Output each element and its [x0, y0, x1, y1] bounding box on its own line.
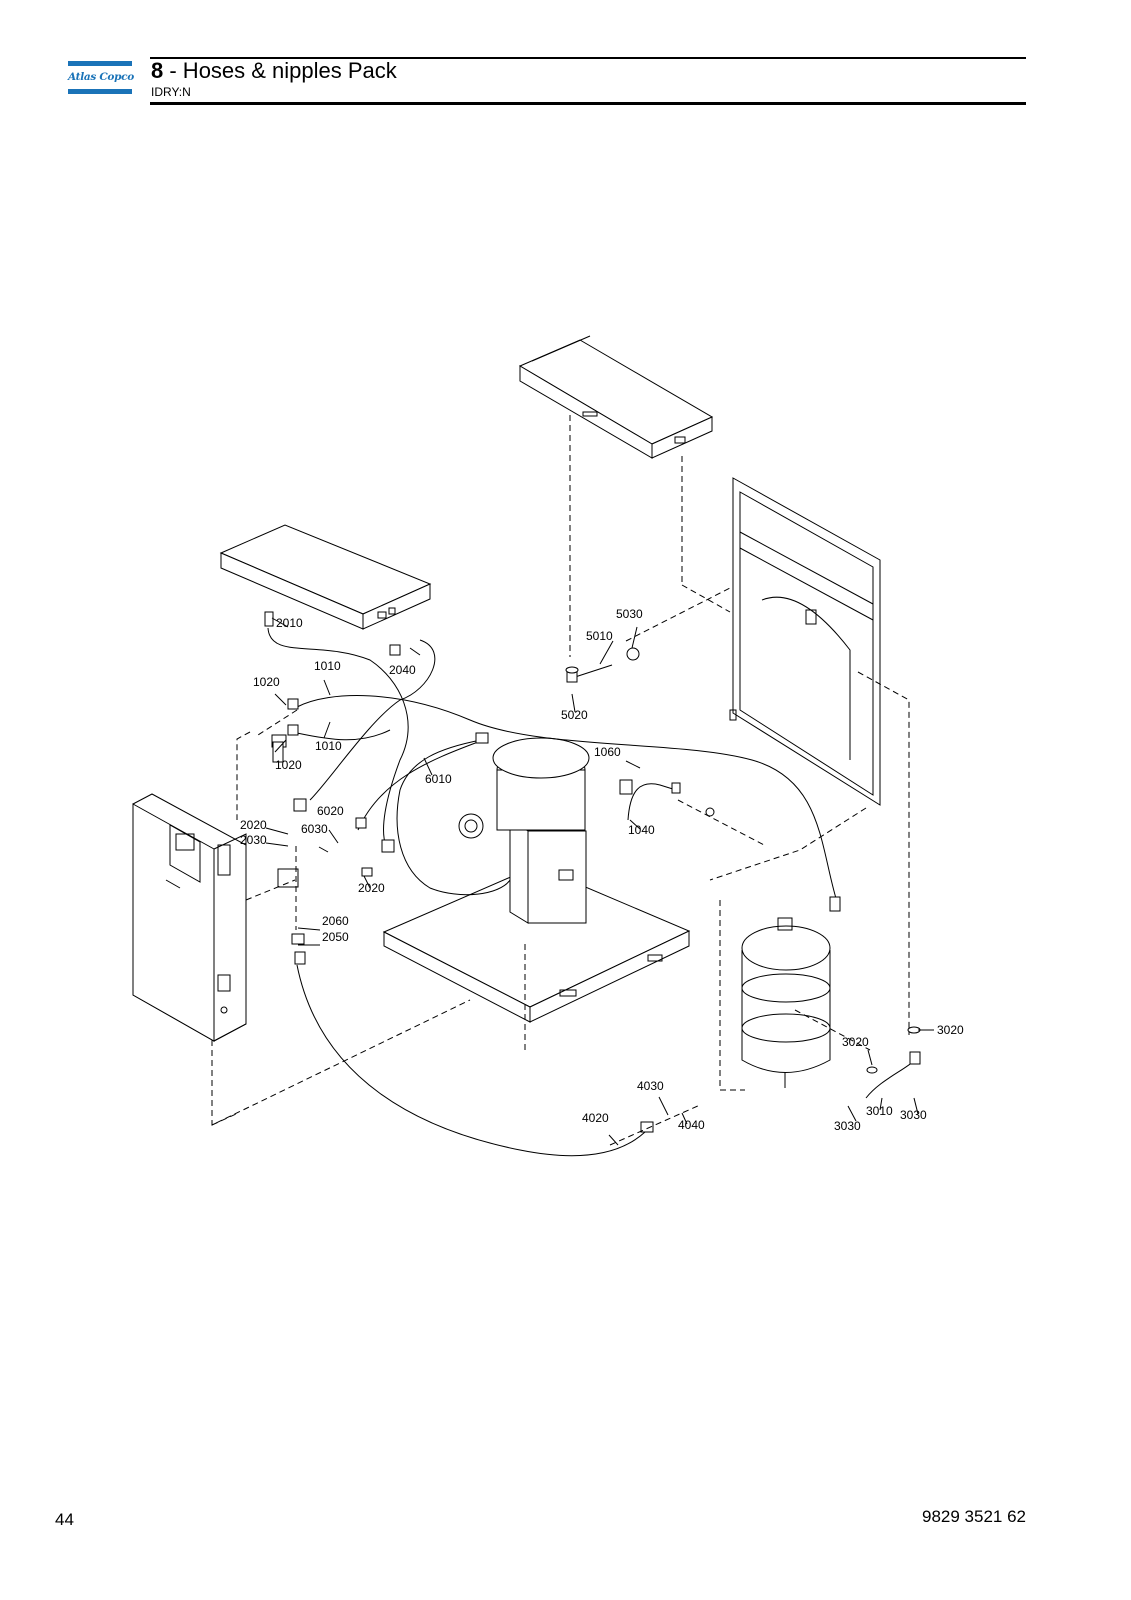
header-bottom-rule [150, 102, 1026, 105]
callout-2020-lower: 2020 [358, 881, 385, 895]
callout-5020: 5020 [561, 708, 588, 722]
hose-3010 [865, 1059, 916, 1099]
callout-6030: 6030 [301, 822, 328, 836]
compressor-unit [458, 737, 590, 924]
callout-2050: 2050 [322, 930, 349, 944]
callout-2030: 2030 [240, 833, 267, 847]
callout-2020-upper: 2020 [240, 818, 267, 832]
callout-3010: 3010 [866, 1104, 893, 1118]
callout-5030: 5030 [616, 607, 643, 621]
callout-3020-left: 3020 [842, 1035, 869, 1049]
callout-3030-left: 3030 [834, 1119, 861, 1133]
dashed-assembly-lines [211, 415, 910, 1146]
callout-4040: 4040 [678, 1118, 705, 1132]
page-title: 8 - Hoses & nipples Pack [151, 58, 397, 84]
logo-wordmark: Atlas Copco [68, 71, 134, 83]
hose-4020 [296, 964, 646, 1157]
section-title: - Hoses & nipples Pack [163, 58, 397, 83]
logo-top-bar [68, 61, 132, 66]
hose-2040 [309, 639, 436, 801]
leader-lines [265, 617, 934, 1146]
callout-2010: 2010 [276, 616, 303, 630]
header-top-rule [150, 57, 1026, 59]
callout-1040: 1040 [628, 823, 655, 837]
callout-5010: 5010 [586, 629, 613, 643]
separator-tank [741, 917, 831, 1088]
callout-4020: 4020 [582, 1111, 609, 1125]
document-number: 9829 3521 62 [922, 1507, 1026, 1526]
hose-6010-b [357, 741, 479, 831]
callout-6010: 6010 [425, 772, 452, 786]
section-number: 8 [151, 58, 164, 83]
callout-3020-right: 3020 [937, 1023, 964, 1037]
hose-1010-upper [296, 695, 839, 906]
page-number: 44 [55, 1510, 74, 1529]
hose-1010-lower [296, 729, 391, 741]
callout-1010-lower: 1010 [315, 739, 342, 753]
callout-1010-upper: 1010 [314, 659, 341, 673]
control-cabinet [132, 793, 247, 1042]
left-heat-exchanger-panel [219, 524, 432, 630]
callout-1060: 1060 [594, 745, 621, 759]
hose-2010 [267, 627, 409, 847]
hose-6010 [396, 739, 511, 896]
hose-5010 [571, 664, 613, 679]
callout-2040: 2040 [389, 663, 416, 677]
base-frame [382, 865, 691, 1023]
atlas-copco-logo: Atlas Copco [68, 61, 134, 95]
callout-numbers: 2010 1010 2040 1020 1010 1020 6010 2020 … [240, 607, 964, 1133]
callout-1020-lower: 1020 [275, 758, 302, 772]
upper-heat-exchanger-panel [518, 335, 714, 459]
callout-4030: 4030 [637, 1079, 664, 1093]
callout-3030-right: 3030 [900, 1108, 927, 1122]
hose-1060 [627, 783, 677, 821]
callout-2060: 2060 [322, 914, 349, 928]
callout-6020: 6020 [317, 804, 344, 818]
rear-wall-panel [729, 477, 881, 806]
callout-1020-upper: 1020 [253, 675, 280, 689]
page-subtitle: IDRY:N [151, 85, 191, 99]
logo-bottom-bar [68, 89, 132, 94]
